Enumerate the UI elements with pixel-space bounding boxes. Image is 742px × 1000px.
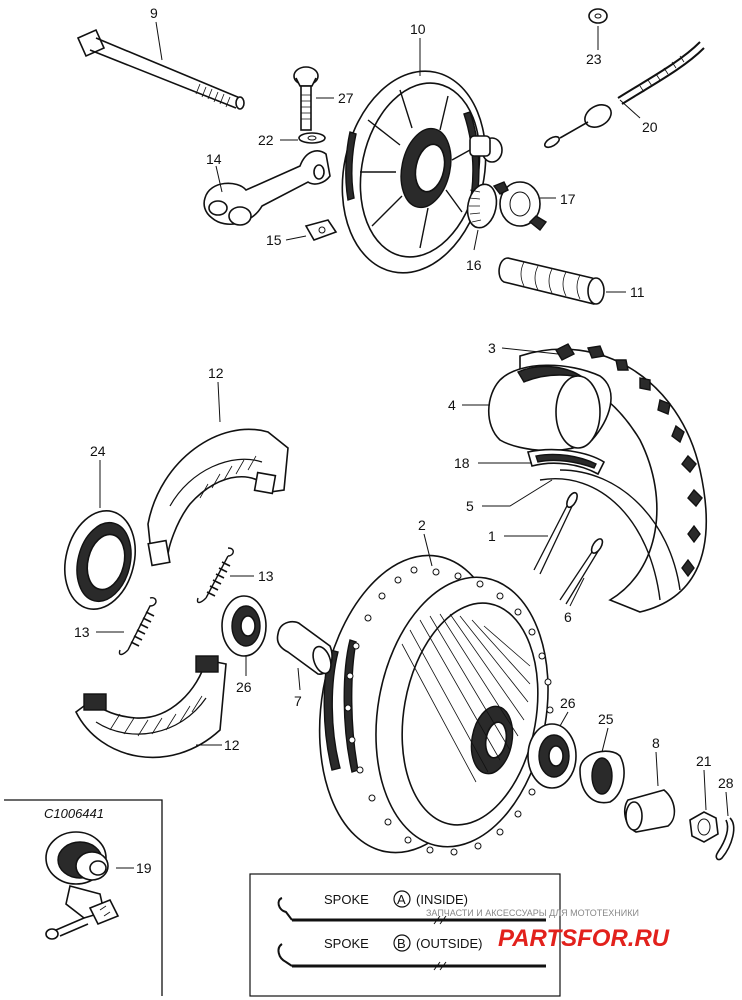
callout-1: 1 [488,528,496,544]
spoke-legend: SPOKE A (INSIDE) SPOKE B (OUTSIDE) [249,873,561,997]
washer-part [588,8,608,24]
callout-25: 25 [598,711,614,727]
wheel-hub-part [318,554,554,856]
side-collar-part [579,750,625,804]
spoke-b-suffix: (OUTSIDE) [416,936,482,951]
callout-6: 6 [564,609,572,625]
callout-11: 11 [630,284,645,300]
leader-lines [96,21,729,869]
callout-3: 3 [488,340,496,356]
callout-22: 22 [258,132,274,148]
callout-14: 14 [206,151,222,167]
inset-box: C1006441 [4,799,163,996]
callout-10: 10 [410,21,426,37]
axle-bolt-part [76,28,245,110]
spoke-a-prefix: SPOKE [324,892,369,907]
brake-cam-part [293,66,326,144]
oil-seal-part [64,509,136,611]
tire-part [519,343,708,613]
speedometer-gearbox-part [45,831,120,940]
callout-9: 9 [150,5,158,21]
callout-23: 23 [586,51,602,67]
watermark-brand: PARTSFOR.RU [498,925,670,952]
callout-numbers: 9 10 23 27 22 20 14 17 15 16 11 3 12 4 2… [74,5,734,876]
cotter-pin-part [715,817,735,861]
callout-5: 5 [466,498,474,514]
callout-24: 24 [90,443,106,459]
spoke-a-row: SPOKE A (INSIDE) [277,890,546,925]
speedometer-gear-part [466,135,503,229]
diagram-code: C1006441 [44,806,104,821]
axle-nut-part [689,811,719,843]
callout-15: 15 [266,232,282,248]
spoke-a-suffix: (INSIDE) [416,892,468,907]
axle-sleeve-part [623,789,676,833]
callout-2: 2 [418,517,426,533]
callout-20: 20 [642,119,658,135]
wear-indicator-part [304,219,338,241]
callout-7: 7 [294,693,302,709]
spoke-b-prefix: SPOKE [324,936,369,951]
brake-arm-part [203,150,331,226]
rim-band-part [526,448,606,476]
brake-shoe-upper-part [147,428,289,567]
bearing-right-part [527,723,577,789]
callout-26-left: 26 [236,679,252,695]
callout-28: 28 [718,775,734,791]
spoke-b-row: SPOKE B (OUTSIDE) [277,934,546,971]
brake-shoe-lower-part [74,655,227,759]
collar-part [498,257,605,305]
callout-8: 8 [652,735,660,751]
callout-13-right: 13 [258,568,274,584]
brake-spring-left-part [118,597,157,656]
rim-spokes-part [533,469,681,605]
callout-21: 21 [696,753,712,769]
bearing-left-part [221,595,267,657]
callout-12-lower: 12 [224,737,240,753]
callout-19: 19 [136,860,152,876]
watermark: ЗАПЧАСТИ И АКСЕССУАРЫ ДЛЯ МОТОТЕХНИКИ PA… [426,908,670,952]
callout-4: 4 [448,397,456,413]
callout-27: 27 [338,90,354,106]
watermark-tagline: ЗАПЧАСТИ И АКСЕССУАРЫ ДЛЯ МОТОТЕХНИКИ [426,908,639,918]
spoke-b-letter: B [397,936,406,951]
spoke-a-letter: A [397,892,406,907]
callout-12-upper: 12 [208,365,224,381]
callout-18: 18 [454,455,470,471]
callout-26-right: 26 [560,695,576,711]
inner-tube-part [488,364,612,452]
callout-13-left: 13 [74,624,90,640]
speedometer-cable-part [543,41,705,149]
callout-17: 17 [560,191,576,207]
callout-16: 16 [466,257,482,273]
gear-retainer-part [492,181,548,231]
brake-spring-right-part [196,547,234,604]
distance-collar-part [276,620,333,675]
